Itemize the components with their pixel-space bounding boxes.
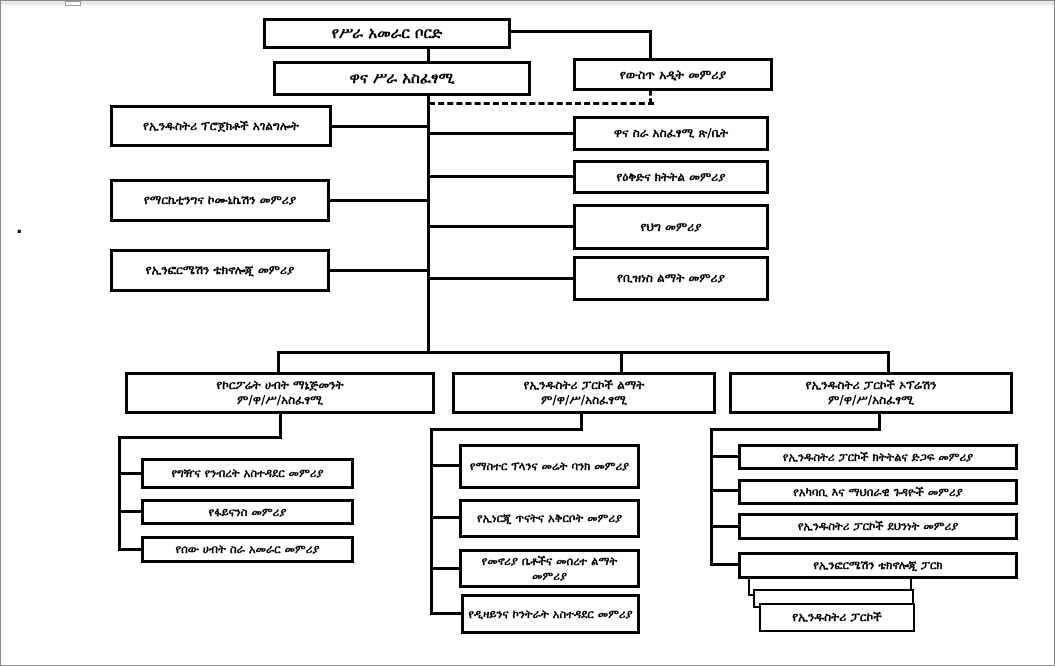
connector-drop-deputy-2	[620, 351, 623, 374]
connector-drop-deputy-1	[277, 351, 280, 374]
box-board-label: የሥራ አመራር ቦርድ	[331, 24, 443, 43]
connector-left-stub-3	[118, 548, 144, 551]
connector-right-stub-3	[710, 525, 741, 528]
box-ceo: ዋና ሥራ አስፈፃሚ	[273, 61, 531, 96]
connector-right-stub-2	[710, 489, 741, 492]
box-environment-social-affairs: የአካባቢ እና ማህበራዊ ጉዳዮች መምሪያ	[738, 479, 1018, 505]
connector-left-elbow-h	[118, 436, 282, 439]
box-deputy-parks-development: የኢንዱስትሪ ፓርኮች ልማት ም/ዋ/ሥ/አስፈፃሚ	[452, 372, 716, 414]
box-legal: የህግ መምሪያ	[573, 204, 769, 250]
connector-left-staff-1	[331, 125, 430, 128]
box-ceo-office: ዋና ስራ አስፈፃሚ ጽ/ቤት	[573, 116, 769, 151]
connector-left-staff-2	[329, 199, 430, 202]
box-planning-monitoring: የዕቅድና ክትትል መምሪያ	[573, 160, 769, 194]
box-it-park: የኢንፎርሜሽን ቴክኖሎጂ ፓርክ	[738, 552, 1018, 579]
box-residential-infrastructure: የመኖሪያ ቤቶችና መሰረተ ልማት መምሪያ	[459, 549, 640, 588]
connector-right-staff-2	[428, 175, 574, 178]
connector-board-audit-h	[510, 30, 652, 33]
box-marketing-communication: የማርኬቲንግና ኮሙኒኬሽን መምሪያ	[110, 179, 330, 222]
page-top-edge	[1, 1, 1054, 5]
box-parks-security: የኢንዱስትሪ ፓርኮች ደህንነት መምሪያ	[738, 513, 1018, 540]
box-industry-projects-service: የኢንዱስትሪ ፕሮጀክቶች አገልግሎት	[110, 105, 332, 147]
connector-left-elbow-v	[279, 412, 282, 439]
box-board: የሥራ አመራር ቦርድ	[263, 18, 511, 49]
box-deputy-parks-operation: የኢንዱስትሪ ፓርኮች ኦፕሬሽን ም/ዋ/ሥ/አስፈፃሚ	[729, 372, 1013, 414]
connector-left-stub-2	[118, 510, 144, 513]
connector-right-elbow-v	[878, 412, 881, 431]
connector-right-staff-3	[428, 225, 574, 228]
stray-period: .	[16, 218, 23, 238]
box-design-contract-admin: የዲዛይንና ኮንትራት አስተዳደር መምሪያ	[461, 594, 640, 634]
connector-left-staff-3	[329, 269, 430, 272]
connector-board-ceo	[427, 47, 430, 65]
box-internal-audit: የውስጥ አዲት መምሪያ	[573, 58, 773, 91]
connector-span-bar	[277, 351, 890, 354]
box-procurement-property: የግዥና የንብረት አስተዳደር መምሪያ	[141, 458, 354, 489]
connector-right-staff-4	[428, 277, 574, 280]
box-internal-audit-label: የውስጥ አዲት መምሪያ	[619, 66, 727, 82]
connector-left-stub-1	[118, 472, 144, 475]
connector-middle-stub-1	[430, 464, 462, 467]
connector-middle-stub-3	[430, 567, 462, 570]
connector-middle-rail	[430, 428, 433, 615]
connector-right-staff-1	[428, 132, 574, 135]
connector-drop-deputy-3	[887, 351, 890, 374]
connector-middle-stub-2	[430, 516, 462, 519]
box-parks-monitoring-support: የኢንዱስትሪ ፓርኮች ክትትልና ድጋፍ መምሪያ	[738, 444, 1018, 470]
connector-right-rail	[710, 428, 713, 566]
box-finance: የፋይናንስ መምሪያ	[141, 499, 354, 525]
box-master-plan-land-bank: የማስተር ፕላንና መሬት ባንክ መምሪያ	[459, 444, 640, 489]
connector-right-stub-4	[710, 563, 741, 566]
connector-right-elbow-h	[710, 428, 881, 431]
connector-dashed-v	[649, 90, 652, 104]
box-human-resource: የሰው ሀብት ስራ አመራር መምሪያ	[141, 536, 354, 563]
connector-left-rail	[118, 436, 121, 551]
page-edge-notch	[65, 1, 81, 6]
connector-board-audit-v	[649, 30, 652, 61]
box-industrial-parks: የኢንዱስትሪ ፓርኮች	[759, 603, 915, 632]
box-information-technology: የኢንፎርሜሽን ቴክኖሎጂ መምሪያ	[110, 249, 330, 292]
connector-middle-stub-4	[430, 612, 464, 615]
connector-middle-elbow-v	[580, 412, 583, 431]
connector-dashed-h	[429, 102, 654, 105]
box-energy-study-supply: የኢነርጂ ጥናትና አቅርቦት መምሪያ	[459, 499, 640, 538]
box-ceo-label: ዋና ሥራ አስፈፃሚ	[349, 69, 455, 88]
box-deputy-corporate-resources: የኮርፖሬት ሀብት ማኔጅመንት ም/ዋ/ሥ/አስፈፃሚ	[125, 372, 435, 414]
connector-right-stub-1	[710, 455, 741, 458]
box-business-development: የቢዝነስ ልማት መምሪያ	[573, 256, 769, 301]
connector-middle-elbow-h	[430, 428, 583, 431]
